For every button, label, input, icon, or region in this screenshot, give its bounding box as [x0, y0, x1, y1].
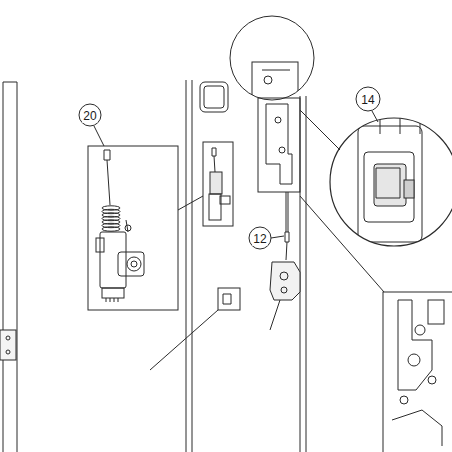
- handle-assembly: [230, 16, 314, 260]
- actuator-detail: [88, 146, 178, 310]
- clip-part: [150, 288, 240, 370]
- callout-number: 20: [82, 109, 97, 123]
- door-edge: [0, 82, 17, 452]
- handle-zoom: [300, 110, 452, 292]
- callout-number: 14: [360, 93, 375, 107]
- callout-bubble: [79, 87, 380, 249]
- callout-label: 20: [82, 106, 97, 124]
- latch-detail: [383, 292, 452, 452]
- coil-winding: [102, 227, 120, 231]
- callout-label: 12: [252, 229, 267, 247]
- door-latch: [270, 262, 300, 330]
- callout-number: 12: [252, 232, 267, 246]
- actuator-in-door: [178, 142, 233, 226]
- callout-label: 14: [360, 90, 375, 108]
- door-panel: [186, 80, 306, 452]
